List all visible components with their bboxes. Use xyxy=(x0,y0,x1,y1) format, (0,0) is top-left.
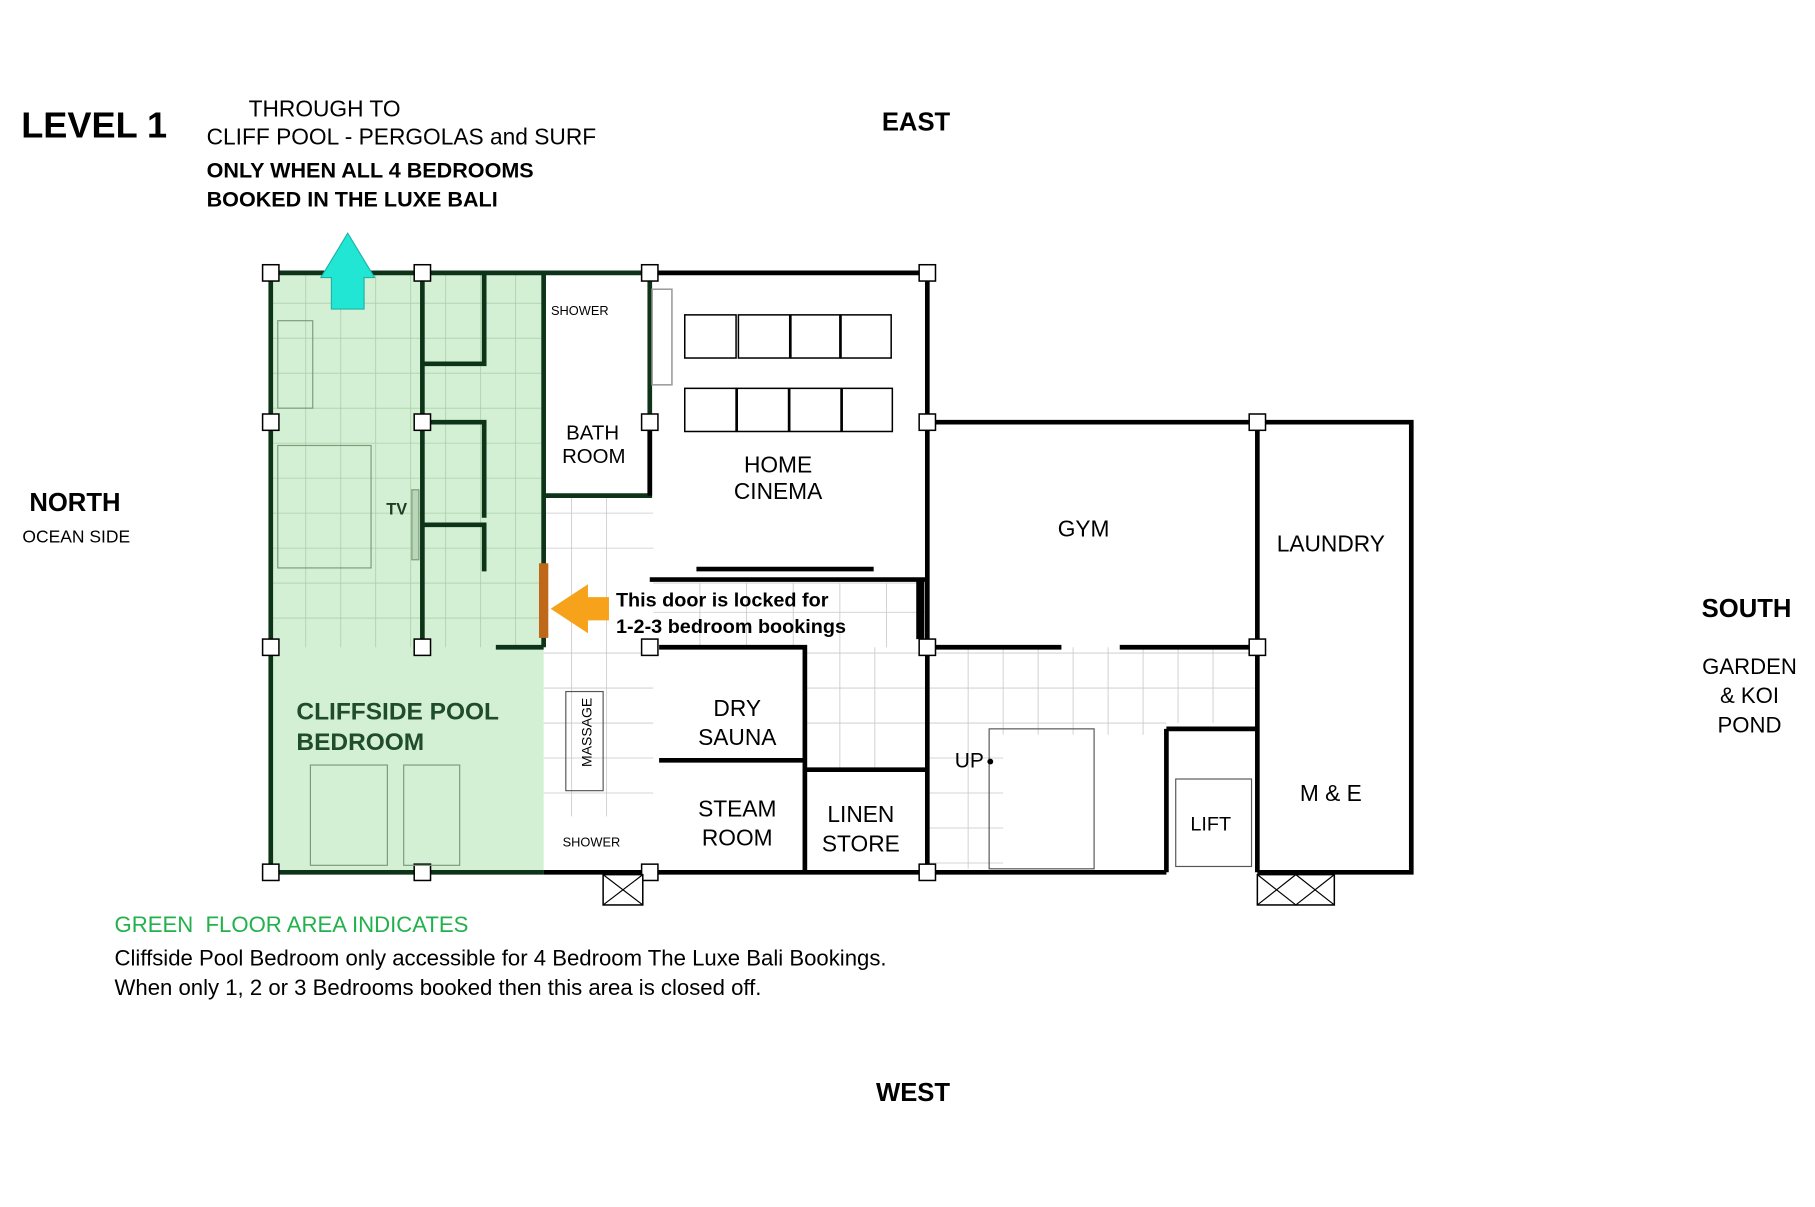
bedroom-furniture xyxy=(277,320,1253,870)
compass-south-sub: & KOI xyxy=(1720,683,1779,708)
room-label-steam-room: STEAM xyxy=(698,795,776,821)
compass-north-sub: OCEAN SIDE xyxy=(22,526,130,546)
access-note-line: BOOKED IN THE LUXE BALI xyxy=(207,186,498,211)
room-label-cliffside: BEDROOM xyxy=(296,729,424,756)
access-arrow-icon xyxy=(319,232,376,310)
room-label-tv: TV xyxy=(386,500,407,518)
access-note-line: THROUGH TO xyxy=(249,96,401,122)
room-label-up: UP xyxy=(955,749,984,772)
access-note-line: ONLY WHEN ALL 4 BEDROOMS xyxy=(207,157,534,182)
room-label-dry-sauna: SAUNA xyxy=(698,724,777,750)
cinema-seats xyxy=(651,288,894,433)
legend-line: Cliffside Pool Bedroom only accessible f… xyxy=(114,946,886,971)
compass-south: SOUTH xyxy=(1702,595,1792,623)
legend-line: When only 1, 2 or 3 Bedrooms booked then… xyxy=(114,975,761,1000)
room-label-m-and-e: M & E xyxy=(1300,780,1362,806)
room-label-bathroom: BATH xyxy=(566,423,619,445)
stairs-up-marker xyxy=(987,758,994,765)
columns xyxy=(261,263,1336,906)
locked-door xyxy=(538,563,549,638)
compass-south-sub: POND xyxy=(1718,712,1782,737)
room-label-home-cinema: CINEMA xyxy=(734,478,823,504)
level-title: LEVEL 1 xyxy=(21,105,167,146)
locked-door-note: This door is locked for xyxy=(616,589,829,611)
room-label-linen-store: LINEN xyxy=(827,801,894,827)
legend-heading: GREEN FLOOR AREA INDICATES xyxy=(114,912,468,937)
room-label-dry-sauna: DRY xyxy=(713,695,761,721)
room-label-shower: SHOWER xyxy=(551,303,609,318)
room-labels: SHOWER BATH ROOM HOME CINEMA GYM LAUNDRY… xyxy=(386,303,1385,856)
locked-door-arrow-icon xyxy=(550,584,609,634)
access-note-line: CLIFF POOL - PERGOLAS and SURF xyxy=(207,124,597,150)
room-label-massage: MASSAGE xyxy=(578,698,594,767)
locked-door-note: 1-2-3 bedroom bookings xyxy=(616,616,846,638)
room-label-laundry: LAUNDRY xyxy=(1277,531,1385,557)
room-label-home-cinema: HOME xyxy=(744,451,812,477)
compass-north: NORTH xyxy=(29,489,120,517)
room-label-gym: GYM xyxy=(1058,515,1110,541)
room-label-lift: LIFT xyxy=(1190,813,1231,835)
compass-east: EAST xyxy=(882,109,951,137)
room-label-steam-room: ROOM xyxy=(702,824,773,850)
room-label-cliffside: CLIFFSIDE POOL xyxy=(296,699,499,726)
room-label-shower-lower: SHOWER xyxy=(563,835,621,850)
compass-south-sub: GARDEN xyxy=(1702,654,1797,679)
floor-grid xyxy=(543,495,1258,869)
room-label-linen-store: STORE xyxy=(822,830,900,856)
access-note: THROUGH TO CLIFF POOL - PERGOLAS and SUR… xyxy=(207,96,597,212)
cliffside-green-area xyxy=(270,272,544,873)
compass-west: WEST xyxy=(876,1079,950,1107)
green-floor-grid xyxy=(270,272,544,648)
room-label-bathroom: ROOM xyxy=(562,446,625,468)
